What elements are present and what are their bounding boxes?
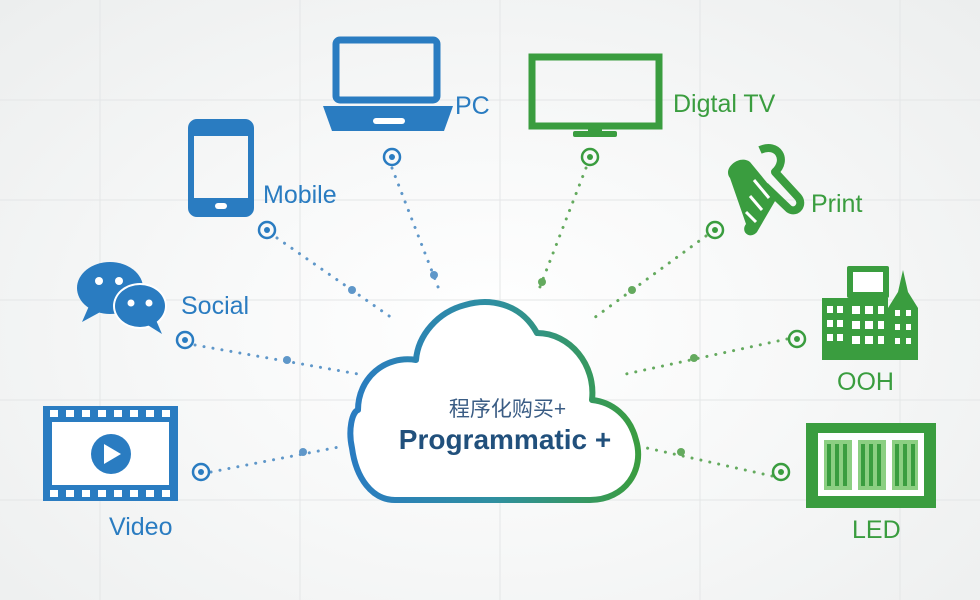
chat-bubbles-icon [77,262,167,334]
led-panel-icon [806,423,936,508]
label-pc: PC [455,92,490,120]
cloud-icon [347,299,642,503]
label-mobile: Mobile [263,181,337,209]
label-digital-tv: Digtal TV [673,90,776,118]
node-rings-green [580,147,807,482]
label-print: Print [811,190,863,218]
connectors-right [536,166,789,478]
label-video: Video [109,513,173,541]
scroll-icon [728,144,805,236]
monitor-icon [528,53,663,137]
label-social: Social [181,292,250,320]
connectors-left [193,166,442,474]
node-rings-blue [175,147,402,482]
connector-dots [283,271,698,456]
label-led: LED [852,516,901,544]
center-title-cn: 程序化购买+ [448,398,567,421]
tablet-icon [188,119,254,217]
video-film-icon [43,406,178,501]
label-ooh: OOH [837,368,894,396]
buildings-icon [822,266,918,360]
laptop-icon [323,36,453,131]
center-title-en: Programmatic + [398,424,612,455]
